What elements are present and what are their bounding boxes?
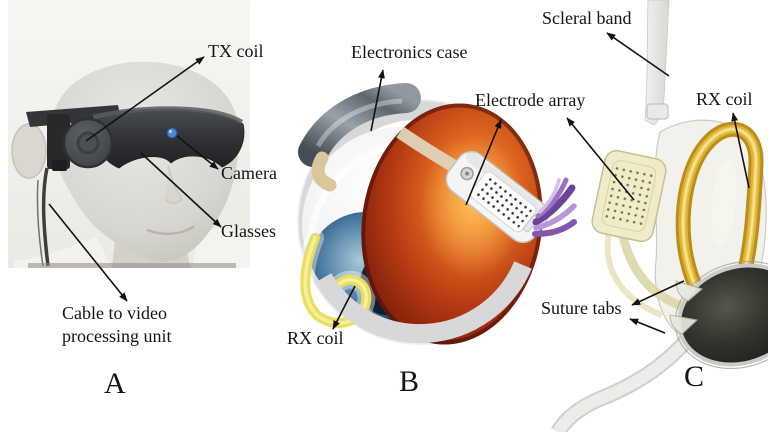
- electronics-disc: [677, 263, 768, 367]
- photo-shelf-shadow: [28, 263, 236, 268]
- arrow-suture-tab-upper: [631, 280, 685, 306]
- glasses-lens: [89, 108, 245, 169]
- camera-dot: [166, 127, 178, 139]
- panel-letter-b: B: [399, 365, 420, 398]
- array-screw-center: [465, 171, 470, 176]
- panel-b-illustration: [296, 83, 577, 345]
- panel-letter-c: C: [684, 360, 705, 393]
- arrow-electrode-array-left: [465, 119, 502, 206]
- nose-shadow: [164, 165, 184, 204]
- panel-c-illustration: [551, 0, 768, 432]
- label-cable-line1: Cable to video: [62, 303, 167, 323]
- arrow-camera: [176, 135, 219, 170]
- cable-petal-3: [533, 203, 577, 231]
- cable-line-thin: [36, 179, 44, 267]
- arrow-rx-coil-b: [332, 285, 356, 330]
- label-tx-coil: TX coil: [208, 41, 264, 61]
- arrow-cable: [48, 203, 128, 302]
- camera-dot-highlight: [169, 130, 172, 133]
- label-electronics-case: Electronics case: [351, 42, 468, 62]
- arrow-electronics-case: [370, 69, 385, 132]
- arrow-suture-tab-lower: [629, 318, 666, 334]
- mouth-line: [146, 225, 195, 236]
- cable-petal-4: [532, 219, 577, 237]
- arrow-scleral-band: [606, 32, 670, 77]
- electronics-case-highlight: [315, 98, 403, 148]
- tan-strap: [311, 151, 337, 192]
- label-electrode-array: Electrode array: [475, 90, 586, 110]
- label-rx-coil-b: RX coil: [287, 328, 344, 348]
- electronics-disc-group: [674, 260, 768, 370]
- cable-petal-2: [535, 177, 569, 219]
- left-ear: [11, 123, 47, 179]
- arrow-tx-coil: [85, 56, 205, 142]
- vpu-module: [47, 114, 70, 169]
- label-rx-coil-c: RX coil: [696, 89, 753, 109]
- shirt-collar-left: [14, 236, 112, 268]
- coil-center-void: [711, 159, 737, 247]
- cable-line: [41, 167, 50, 267]
- label-suture-tabs: Suture tabs: [541, 298, 622, 318]
- electronics-disc-rim: [674, 260, 768, 370]
- suture-tab-lower: [669, 314, 699, 335]
- vpu-module-lower: [52, 160, 67, 171]
- shirt-collar-right: [192, 229, 250, 268]
- tx-coil-disc-center: [76, 131, 100, 155]
- label-glasses: Glasses: [221, 221, 276, 241]
- cable-petal-5: [538, 178, 561, 214]
- glasses-top-bar: [92, 106, 244, 124]
- electronics-case-band: [298, 83, 421, 167]
- cable-petal-1: [532, 184, 576, 226]
- panel-letter-a: A: [104, 367, 126, 400]
- cable-fan: [532, 177, 577, 237]
- arrow-glasses: [140, 152, 222, 228]
- array-plate-c-inner: [601, 160, 657, 232]
- annotation-arrows: [48, 32, 750, 334]
- band-buckle: [646, 103, 669, 120]
- label-cable-line2: processing unit: [62, 326, 172, 346]
- label-cable-to-vpu: Cable to video processing unit: [62, 302, 172, 348]
- arrow-rx-coil-c: [731, 112, 750, 189]
- label-camera: Camera: [221, 163, 277, 183]
- label-scleral-band: Scleral band: [542, 8, 632, 28]
- array-ribbon-c2: [604, 227, 664, 318]
- array-ribbon-c: [617, 231, 684, 311]
- arrow-electrode-array-right: [566, 117, 635, 201]
- electrode-array-device-b: [445, 150, 549, 244]
- array-dots-b: [471, 173, 534, 231]
- panel-a-photo: [8, 0, 250, 268]
